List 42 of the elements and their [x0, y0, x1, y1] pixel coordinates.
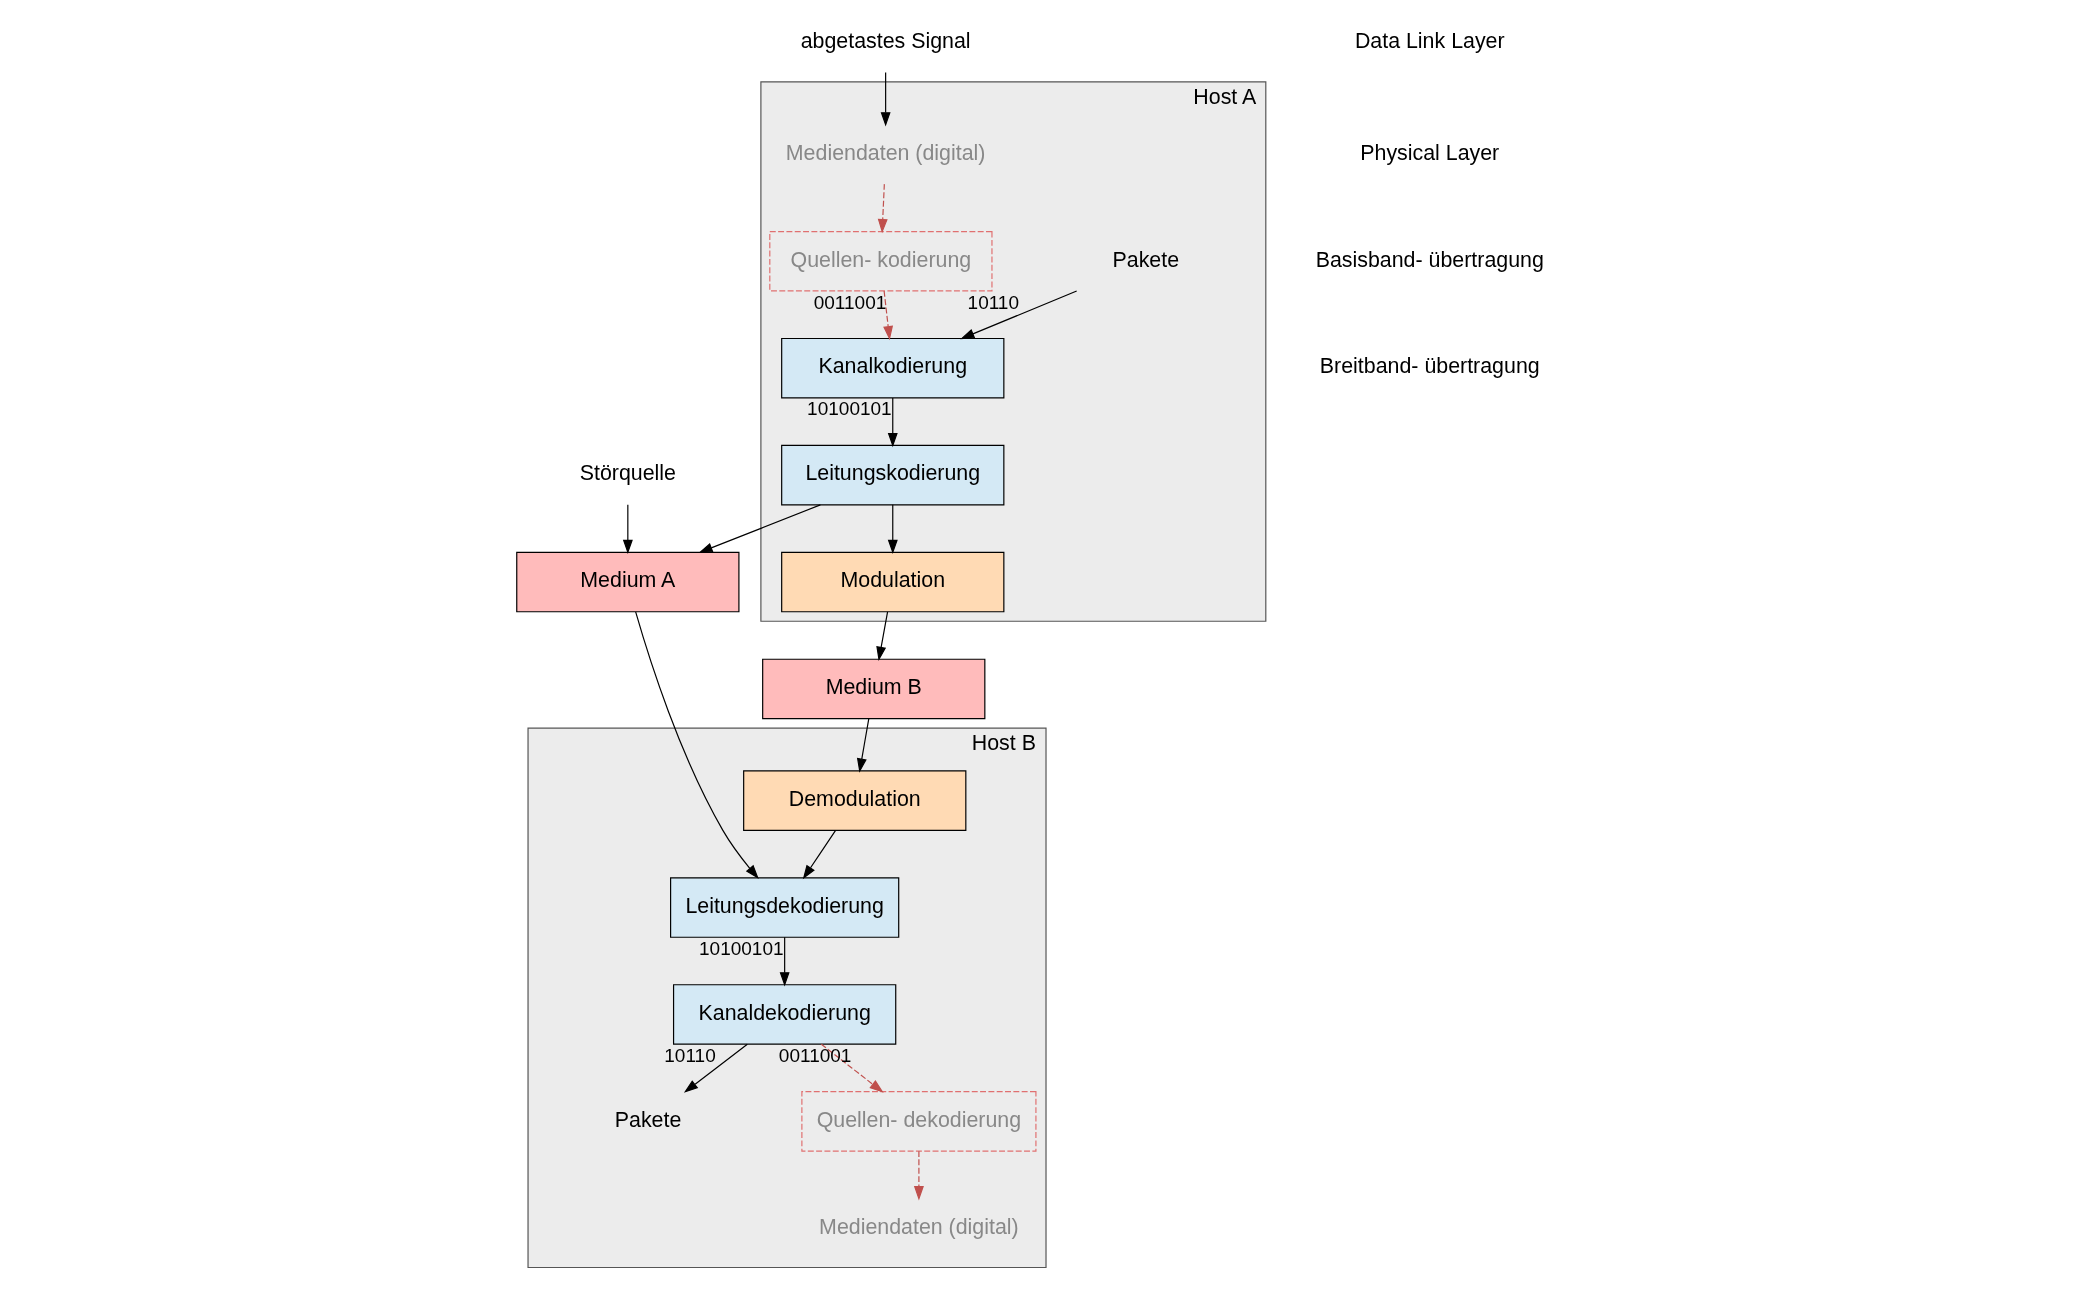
node-text: Pakete: [614, 1107, 682, 1132]
arrow: [683, 1043, 748, 1093]
node-text: Mediendaten (digital): [785, 140, 986, 165]
arrow: [802, 829, 837, 880]
edge-label: 10100101: [699, 937, 784, 959]
edge-label: 0011001: [813, 291, 887, 313]
edge-label: 10110: [967, 291, 1020, 313]
node-box: Quellen- dekodierung: [801, 1091, 1037, 1152]
arrow: [856, 718, 870, 773]
edge-label: 10110: [664, 1044, 716, 1066]
node-box: Demodulation: [743, 770, 967, 831]
arrow: [883, 290, 894, 341]
node-box: Medium B: [762, 658, 986, 720]
arrow: [887, 397, 898, 448]
label: Data Link Layer: [1354, 28, 1505, 53]
node-text: Pakete: [1112, 247, 1180, 272]
node-box: Kanalkodierung: [781, 337, 1005, 399]
node-box: Kanaldekodierung: [672, 984, 897, 1045]
edge-label: 10100101: [807, 398, 892, 420]
label: Physical Layer: [1360, 140, 1500, 165]
node-text: abgetastes Signal: [800, 28, 971, 53]
arrow: [698, 504, 821, 553]
label: Breitband- übertragung: [1319, 354, 1540, 379]
node-box: Leitungsdekodierung: [670, 877, 900, 938]
label: Basisband- übertragung: [1315, 247, 1544, 272]
arrow: [622, 504, 633, 555]
arrow: [635, 611, 759, 879]
arrow: [779, 936, 790, 987]
node-text: Störquelle: [579, 461, 676, 486]
arrow: [913, 1150, 924, 1201]
node-box: Leitungskodierung: [781, 444, 1005, 506]
arrow: [877, 183, 888, 234]
arrow: [887, 504, 898, 555]
node-box: Medium A: [516, 551, 740, 613]
arrow: [960, 290, 1078, 340]
arrow: [820, 1043, 884, 1093]
edge-label: 0011001: [778, 1044, 852, 1066]
node-box: Quellen- kodierung: [769, 230, 993, 292]
node-box: Modulation: [781, 551, 1005, 613]
arrow: [880, 71, 891, 127]
node-text: Mediendaten (digital): [819, 1214, 1019, 1239]
arrow: [876, 611, 889, 661]
